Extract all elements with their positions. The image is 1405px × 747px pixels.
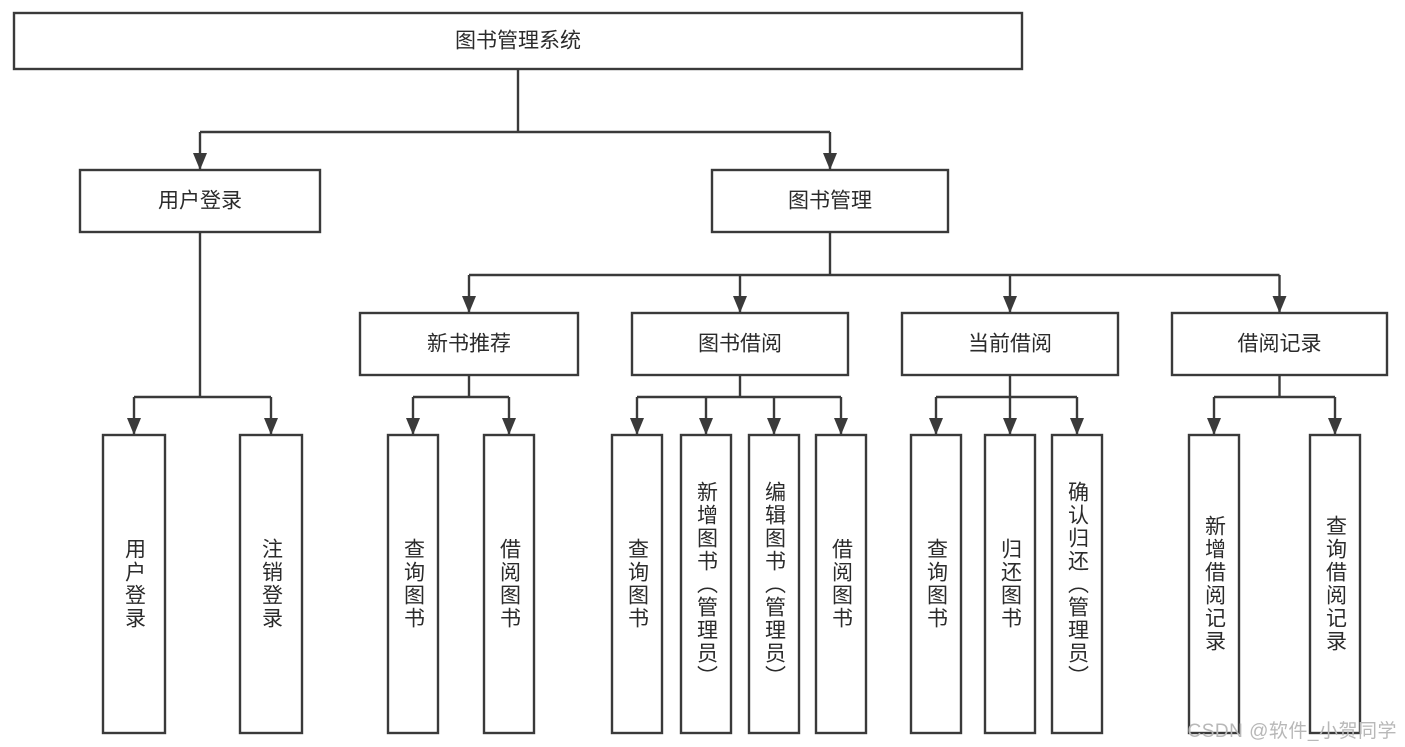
node-user-login-do[interactable]	[101, 433, 167, 735]
arrow-icon-l3-1-0-1	[502, 418, 516, 435]
node-box-borrow-book-1[interactable]	[482, 433, 536, 735]
node-add-book-admin[interactable]	[679, 433, 733, 735]
node-label-root: 图书管理系统	[455, 30, 581, 53]
node-box-confirm-return-admin[interactable]	[1050, 433, 1104, 735]
arrow-icon-l3-1-0-0	[406, 418, 420, 435]
arrow-icon-l3-1-3-0	[1207, 418, 1221, 435]
arrow-icon-root-1	[823, 153, 837, 170]
arrow-icon-l2-0-0	[127, 418, 141, 435]
arrow-icon-l3-1-1-2	[767, 418, 781, 435]
node-label-current-borrow: 当前借阅	[968, 333, 1052, 356]
node-current-borrow[interactable]: 当前借阅	[900, 311, 1120, 377]
arrow-icon-l3-1-2-2	[1070, 418, 1084, 435]
node-query-book-2[interactable]	[610, 433, 664, 735]
node-box-borrow-record[interactable]	[1170, 311, 1389, 377]
arrow-icon-l2-1-1	[733, 296, 747, 313]
node-box-add-book-admin[interactable]	[679, 433, 733, 735]
node-box-user-logout[interactable]	[238, 433, 304, 735]
node-edit-book-admin[interactable]	[747, 433, 801, 735]
node-borrow-book-1[interactable]	[482, 433, 536, 735]
node-box-borrow-book-2[interactable]	[814, 433, 868, 735]
node-label-user-login: 用户登录	[158, 190, 242, 213]
arrow-icon-l3-1-2-0	[929, 418, 943, 435]
arrow-icon-l2-0-1	[264, 418, 278, 435]
arrow-icon-l3-1-1-1	[699, 418, 713, 435]
node-return-book[interactable]	[983, 433, 1037, 735]
node-borrow-record[interactable]: 借阅记录	[1170, 311, 1389, 377]
node-book-borrow[interactable]: 图书借阅	[630, 311, 850, 377]
arrow-icon-root-0	[193, 153, 207, 170]
node-box-current-borrow[interactable]	[900, 311, 1120, 377]
node-user-logout[interactable]	[238, 433, 304, 735]
arrow-icon-l2-1-2	[1003, 296, 1017, 313]
node-query-book-3[interactable]	[909, 433, 963, 735]
node-box-new-book-recommend[interactable]	[358, 311, 580, 377]
node-box-add-borrow-record[interactable]	[1187, 433, 1241, 735]
node-confirm-return-admin[interactable]	[1050, 433, 1104, 735]
node-label-book-management: 图书管理	[788, 190, 872, 213]
node-borrow-book-2[interactable]	[814, 433, 868, 735]
csdn-watermark: CSDN @软件_小贺同学	[1187, 721, 1397, 742]
node-box-book-management[interactable]	[710, 168, 950, 234]
node-new-book-recommend[interactable]: 新书推荐	[358, 311, 580, 377]
node-query-borrow-record[interactable]	[1308, 433, 1362, 735]
node-box-query-book-3[interactable]	[909, 433, 963, 735]
node-user-login[interactable]: 用户登录	[78, 168, 322, 234]
node-box-query-borrow-record[interactable]	[1308, 433, 1362, 735]
node-label-book-borrow: 图书借阅	[698, 333, 782, 356]
node-label-borrow-record: 借阅记录	[1238, 333, 1322, 356]
node-label-new-book-recommend: 新书推荐	[427, 333, 511, 356]
node-root[interactable]: 图书管理系统	[12, 11, 1024, 71]
node-book-management[interactable]: 图书管理	[710, 168, 950, 234]
node-box-return-book[interactable]	[983, 433, 1037, 735]
node-query-book-1[interactable]	[386, 433, 440, 735]
node-box-book-borrow[interactable]	[630, 311, 850, 377]
node-box-query-book-1[interactable]	[386, 433, 440, 735]
arrow-icon-l3-1-3-1	[1328, 418, 1342, 435]
node-add-borrow-record[interactable]	[1187, 433, 1241, 735]
node-box-edit-book-admin[interactable]	[747, 433, 801, 735]
arrow-icon-l3-1-1-3	[834, 418, 848, 435]
arrow-icon-l2-1-3	[1272, 296, 1287, 313]
arrow-icon-l3-1-2-1	[1003, 418, 1017, 435]
node-box-root[interactable]	[12, 11, 1024, 71]
arrow-icon-l2-1-0	[462, 296, 476, 313]
node-box-query-book-2[interactable]	[610, 433, 664, 735]
node-box-user-login-do[interactable]	[101, 433, 167, 735]
arrow-icon-l3-1-1-0	[630, 418, 644, 435]
